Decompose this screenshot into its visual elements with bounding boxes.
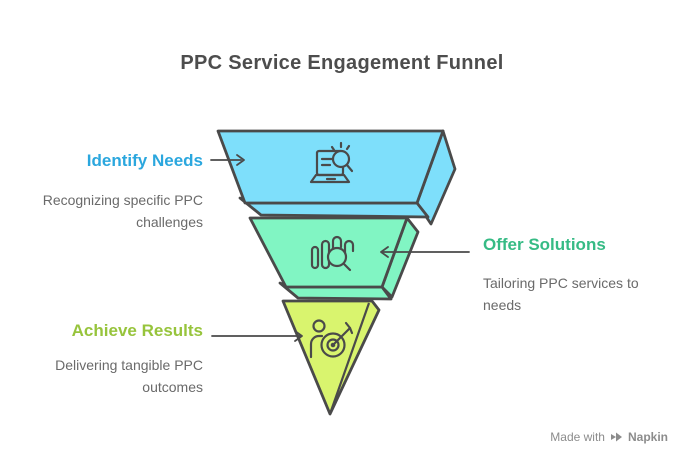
stage-label-achieve-results: Achieve Results [71, 321, 203, 340]
stage-description-offer-solutions: Tailoring PPC services to needs [483, 275, 639, 313]
watermark-text: Made with [550, 430, 605, 444]
napkin-logo-icon [610, 432, 622, 442]
tier1-front-face [216, 129, 445, 205]
connector-arrow-identify-needs [210, 154, 245, 166]
watermark-brand: Napkin [627, 430, 668, 444]
stage-description-identify-needs: Recognizing specific PPC challenges [42, 192, 203, 230]
stage-label-identify-needs: Identify Needs [86, 151, 203, 170]
funnel-tier-identify-needs [216, 129, 457, 226]
connector-arrow-achieve-results [211, 330, 303, 342]
stage-description-achieve-results: Delivering tangible PPC outcomes [55, 357, 203, 395]
funnel-tier-achieve-results [281, 299, 381, 416]
analytics-search-icon [310, 235, 355, 272]
diagram-title: PPC Service Engagement Funnel [180, 52, 504, 74]
tier3-front-face [281, 299, 381, 416]
laptop-search-icon [309, 141, 354, 184]
tier3-fold-line [329, 302, 371, 412]
connector-arrow-offer-solutions [380, 246, 470, 258]
goal-target-icon [309, 319, 354, 359]
watermark: Made with Napkin [550, 430, 668, 444]
stage-label-offer-solutions: Offer Solutions [483, 235, 606, 254]
